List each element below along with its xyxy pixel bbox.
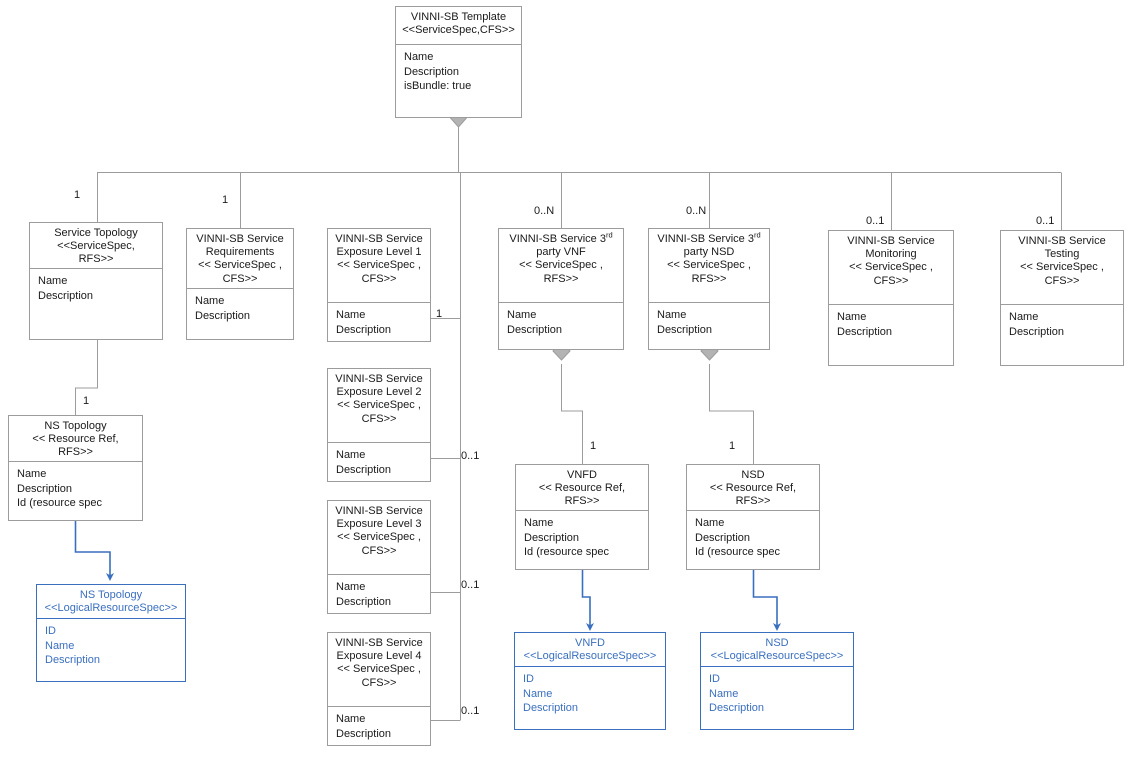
multiplicity-vnf-3p: 0..N <box>534 205 555 217</box>
class-header-exposure-level-1: VINNI-SB Service Exposure Level 1 << Ser… <box>328 229 430 303</box>
wire-nsd-realization <box>752 570 781 631</box>
class-header-ns-topology-lrs: NS Topology <<LogicalResourceSpec>> <box>37 585 185 619</box>
class-header-vinni-sb-template: VINNI-SB Template <<ServiceSpec,CFS>> <box>396 7 521 45</box>
class-header-nsd-rr: NSD << Resource Ref, RFS>> <box>687 465 819 511</box>
class-vnfd-resource-ref[interactable]: VNFD << Resource Ref, RFS>> Name Descrip… <box>515 464 649 570</box>
class-header-exposure-level-4: VINNI-SB Service Exposure Level 4 << Ser… <box>328 633 430 707</box>
class-body-vnfd-lrs: ID Name Description <box>523 673 579 714</box>
class-exposure-level-1[interactable]: VINNI-SB Service Exposure Level 1 << Ser… <box>327 228 431 342</box>
class-body-ns-topology-rr: Name Description Id (resource spec <box>17 468 102 509</box>
multiplicity-nsd-rr: 1 <box>729 440 736 452</box>
multiplicity-requirements: 1 <box>222 194 229 206</box>
wire-vnfd-realization <box>581 570 594 631</box>
multiplicity-exposure-1: 1 <box>436 308 443 320</box>
class-body-exposure-level-2: Name Description <box>336 449 392 476</box>
class-exposure-level-3[interactable]: VINNI-SB Service Exposure Level 3 << Ser… <box>327 500 431 614</box>
class-body-3rd-party-nsd: Name Description <box>657 309 713 336</box>
class-ns-topology-logical-resource-spec[interactable]: NS Topology <<LogicalResourceSpec>> ID N… <box>36 584 186 682</box>
class-body-testing: Name Description <box>1009 311 1065 338</box>
class-header-ns-topology-rr: NS Topology << Resource Ref, RFS>> <box>9 416 142 462</box>
class-header-exposure-level-2: VINNI-SB Service Exposure Level 2 << Ser… <box>328 369 430 443</box>
multiplicity-nsd-3p: 0..N <box>686 205 707 217</box>
multiplicity-exposure-4: 0..1 <box>461 705 480 717</box>
class-nsd-resource-ref[interactable]: NSD << Resource Ref, RFS>> Name Descript… <box>686 464 820 570</box>
multiplicity-exposure-2: 0..1 <box>461 450 480 462</box>
class-header-nsd-lrs: NSD <<LogicalResourceSpec>> <box>701 633 853 667</box>
class-body-ns-topology-lrs: ID Name Description <box>45 625 101 666</box>
wire-vnf3p-to-vnfd <box>560 364 584 464</box>
class-header-service-topology: Service Topology <<ServiceSpec, RFS>> <box>30 223 162 269</box>
class-exposure-level-2[interactable]: VINNI-SB Service Exposure Level 2 << Ser… <box>327 368 431 482</box>
multiplicity-service-topology: 1 <box>74 189 81 201</box>
class-body-vinni-sb-template: Name Description isBundle: true <box>404 51 472 92</box>
class-service-topology[interactable]: Service Topology <<ServiceSpec, RFS>> Na… <box>29 222 163 340</box>
class-exposure-level-4[interactable]: VINNI-SB Service Exposure Level 4 << Ser… <box>327 632 431 746</box>
class-header-requirements: VINNI-SB Service Requirements << Service… <box>187 229 293 289</box>
class-header-vnfd-rr: VNFD << Resource Ref, RFS>> <box>516 465 648 511</box>
multiplicity-ns-topology-rr: 1 <box>83 395 90 407</box>
class-body-3rd-party-vnf: Name Description <box>507 309 563 336</box>
class-vinni-sb-service-requirements[interactable]: VINNI-SB Service Requirements << Service… <box>186 228 294 340</box>
class-body-service-topology: Name Description <box>38 275 94 302</box>
multiplicity-exposure-3: 0..1 <box>461 579 480 591</box>
class-body-nsd-rr: Name Description Id (resource spec <box>695 517 780 558</box>
class-vinni-sb-template[interactable]: VINNI-SB Template <<ServiceSpec,CFS>> Na… <box>395 6 522 118</box>
class-header-exposure-level-3: VINNI-SB Service Exposure Level 3 << Ser… <box>328 501 430 575</box>
class-body-exposure-level-3: Name Description <box>336 581 392 608</box>
class-header-monitoring: VINNI-SB Service Monitoring << ServiceSp… <box>829 231 953 305</box>
class-body-vnfd-rr: Name Description Id (resource spec <box>524 517 609 558</box>
class-body-exposure-level-1: Name Description <box>336 309 392 336</box>
class-ns-topology-resource-ref[interactable]: NS Topology << Resource Ref, RFS>> Name … <box>8 415 143 521</box>
class-body-monitoring: Name Description <box>837 311 893 338</box>
class-nsd-logical-resource-spec[interactable]: NSD <<LogicalResourceSpec>> ID Name Desc… <box>700 632 854 730</box>
class-header-vnfd-lrs: VNFD <<LogicalResourceSpec>> <box>515 633 665 667</box>
class-service-monitoring[interactable]: VINNI-SB Service Monitoring << ServiceSp… <box>828 230 954 366</box>
class-service-testing[interactable]: VINNI-SB Service Testing << ServiceSpec … <box>1000 230 1124 366</box>
class-vnfd-logical-resource-spec[interactable]: VNFD <<LogicalResourceSpec>> ID Name Des… <box>514 632 666 730</box>
multiplicity-vnfd-rr: 1 <box>590 440 597 452</box>
multiplicity-testing: 0..1 <box>1036 215 1055 227</box>
class-header-testing: VINNI-SB Service Testing << ServiceSpec … <box>1001 231 1123 305</box>
multiplicity-monitoring: 0..1 <box>866 215 885 227</box>
class-body-exposure-level-4: Name Description <box>336 713 392 740</box>
class-body-requirements: Name Description <box>195 295 251 322</box>
class-body-nsd-lrs: ID Name Description <box>709 673 765 714</box>
wire-ns-topology-realization <box>74 521 114 581</box>
